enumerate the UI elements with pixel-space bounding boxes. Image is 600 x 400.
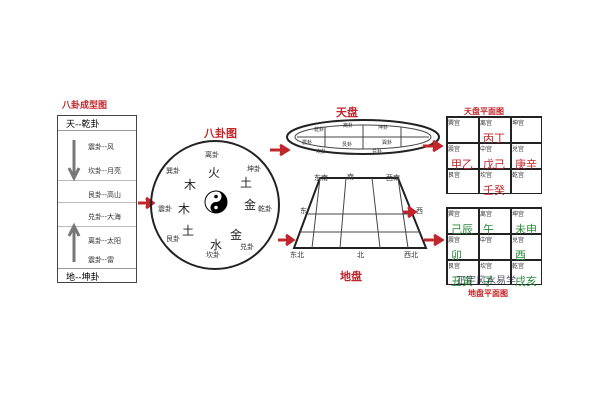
trigram-xun: 巽卦 [166,167,180,175]
sky-grid-cell: 巽宫 [447,117,479,143]
earth-grid-cell: 艮宫丑寅 [447,260,479,288]
sky-plate-title: 天盘 [336,106,358,119]
left-panel-bottom: 地--坤卦 [66,273,100,283]
trigram-gen: 艮卦 [166,235,180,243]
sky-grid-cell: 震宫甲乙 [447,143,479,171]
sky-cell-6: 巽卦 [382,140,393,146]
earth-grid-cell: 坤宫未申 [511,208,542,236]
element-water: 水 [210,238,223,252]
dir-sw: 西南 [386,174,400,182]
watermark: 正宇风水易学 [456,276,516,287]
dir-w: 西 [416,207,423,215]
arrow-sky-grid-icon [423,139,443,153]
dir-n: 北 [357,251,364,259]
left-row-2: 坎卦--月亮 [88,167,122,175]
sky-grid-cell: 艮宫 [447,169,479,194]
sky-cell-4: 震卦 [302,140,313,146]
element-earth-sw: 土 [182,224,195,238]
sky-grid-cell: 坤宫 [511,117,542,143]
trigram-kan: 坎卦 [206,251,220,259]
earth-grid: 巽宫己辰 离宫午 坤宫未申 震宫卯 中宫 兑宫酉 艮宫丑寅 坎宫子 乾宫戌亥 [446,207,542,288]
element-metal: 金 [244,198,257,212]
arrow-upper-icon [270,143,290,157]
sky-grid-cell: 离宫丙丁 [479,117,511,145]
left-row-4: 兑卦--大海 [88,213,122,221]
trigram-qian-right: 乾卦 [258,205,272,213]
bagua-title: 八卦图 [204,127,237,140]
earth-grid-cell: 震宫卯 [447,234,479,262]
dir-e: 东 [300,207,307,215]
element-wood-nw: 木 [184,178,197,192]
sky-grid-title: 天盘平面图 [464,107,504,116]
sky-cell-8: 兑卦 [372,149,383,155]
sky-grid-cell: 乾宫 [511,169,542,194]
sky-cell-7: 坎卦 [316,149,327,155]
sky-grid: 巽宫 离宫丙丁 坤宫 震宫甲乙 中宫戊己 兑宫庚辛 艮宫 坎宫壬癸 乾宫 [446,116,542,197]
sky-grid-cell: 坎宫壬癸 [479,169,511,197]
left-panel-title: 八卦成型图 [62,101,108,111]
dir-nw: 西北 [404,251,418,259]
sky-grid-cell: 中宫戊己 [479,143,511,171]
dir-s: 南 [347,173,354,181]
earth-grid-cell: 坎宫子 [479,260,511,288]
sky-cell-1: 乾卦 [314,127,325,133]
arrow-lower-icon [278,233,296,247]
earth-grid-cell: 兑宫酉 [511,234,542,262]
element-wood-w: 木 [178,202,191,216]
arrow-earth-grid-2-icon [424,233,444,247]
trigram-zhen: 震卦 [158,205,172,213]
earth-grid-title: 地盘平面图 [468,289,508,298]
left-row-5: 离卦--太阳 [88,237,122,245]
earth-grid-cell: 中宫 [479,234,511,260]
earth-plate-trapezoid [292,177,428,249]
bagua-circle: 离卦 坤卦 乾卦 兑卦 坎卦 艮卦 震卦 巽卦 火 土 金 水 土 木 木 金 [150,140,280,270]
left-row-3: 艮卦--高山 [88,191,122,199]
earth-grid-cell: 离宫午 [479,208,511,236]
element-fire: 火 [208,166,221,180]
earth-grid-cell: 乾宫戌亥 [511,260,542,288]
sky-cell-5: 艮卦 [342,142,353,148]
sky-plate-ellipse [286,119,440,155]
trigram-li: 离卦 [205,151,219,159]
dir-se: 东南 [314,174,328,182]
sky-cell-2: 离卦 [343,123,354,129]
element-metal-se: 金 [230,228,243,242]
sky-grid-cell: 兑宫庚辛 [511,143,542,171]
sky-cell-3: 坤卦 [378,125,389,131]
left-row-1: 震卦--风 [88,143,115,151]
left-panel-box: 天--乾卦 震卦--风 坎卦--月亮 艮卦--高山 兑卦--大海 离卦--太阳 … [57,115,137,283]
element-earth-ne: 土 [240,176,253,190]
dir-ne: 东北 [290,251,304,259]
left-row-6: 震卦--雷 [88,256,115,264]
earth-grid-cell: 巽宫己辰 [447,208,479,236]
up-down-arrows-icon [67,140,81,262]
yin-yang-icon [204,190,228,214]
earth-plate-title: 地盘 [340,270,362,283]
left-panel-top: 天--乾卦 [66,120,100,130]
arrow-earth-grid-icon [403,205,417,219]
trigram-kun: 坤卦 [247,165,261,173]
trigram-dui: 兑卦 [240,243,254,251]
